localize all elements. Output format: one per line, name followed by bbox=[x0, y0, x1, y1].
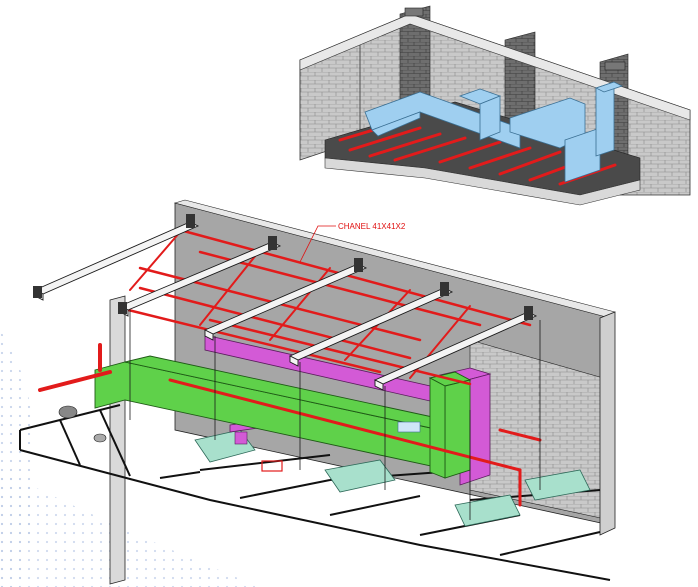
small-fixtures bbox=[58, 405, 421, 445]
hanger-rods bbox=[129, 310, 541, 520]
annotation-label: CHANEL 41X41X2 bbox=[338, 222, 406, 231]
beam-brackets bbox=[33, 214, 533, 320]
inset-room-model bbox=[299, 5, 691, 206]
steel-beams bbox=[33, 221, 538, 391]
dot-pattern-background bbox=[0, 330, 260, 587]
annotation-callout: CHANEL 41X41X2 bbox=[299, 222, 406, 263]
main-room-model: CHANEL 41X41X2 bbox=[19, 199, 616, 585]
